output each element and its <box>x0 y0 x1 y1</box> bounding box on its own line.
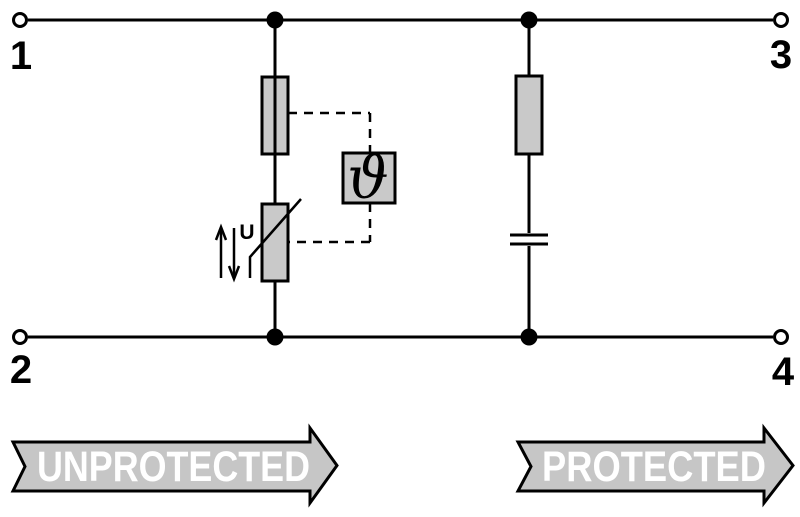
junction-dot-bottom-left <box>266 328 284 346</box>
junction-dot-top-left <box>266 11 284 29</box>
capacitor-symbol <box>510 233 548 246</box>
protected-arrow-shape <box>515 423 795 508</box>
voltage-label: U <box>239 221 254 244</box>
protected-arrow-banner: PROTECTED <box>515 423 795 508</box>
theta-symbol: ϑ <box>347 144 388 212</box>
thermal-monitor-box <box>341 151 397 205</box>
down-arrow-head-icon <box>227 265 241 283</box>
terminal-4-connector <box>773 329 789 345</box>
varistor-body <box>260 202 290 283</box>
up-arrow-head-icon <box>214 223 228 241</box>
varistor-symbol: U <box>214 198 302 283</box>
terminal-3-label: 3 <box>770 33 792 77</box>
terminal-3-connector <box>773 12 789 28</box>
unprotected-label: UNPROTECTED <box>37 443 310 491</box>
resistor-symbol <box>514 74 544 156</box>
junction-dot-top-right <box>520 11 538 29</box>
varistor-diagonal-line <box>248 198 302 278</box>
unprotected-arrow-banner: UNPROTECTED <box>10 423 339 508</box>
resistor-body <box>514 74 544 156</box>
thermal-monitor-symbol: ϑ <box>341 144 397 212</box>
terminal-4-label: 4 <box>772 350 795 394</box>
terminal-1-label: 1 <box>10 34 32 78</box>
unprotected-arrow-shape <box>10 423 339 508</box>
terminal-2-connector <box>12 329 28 345</box>
junction-dot-bottom-right <box>520 328 538 346</box>
terminal-1-connector <box>12 12 28 28</box>
terminal-2-label: 2 <box>10 348 32 392</box>
protected-label: PROTECTED <box>542 443 766 491</box>
voltage-dependence-marker: U <box>214 221 255 283</box>
